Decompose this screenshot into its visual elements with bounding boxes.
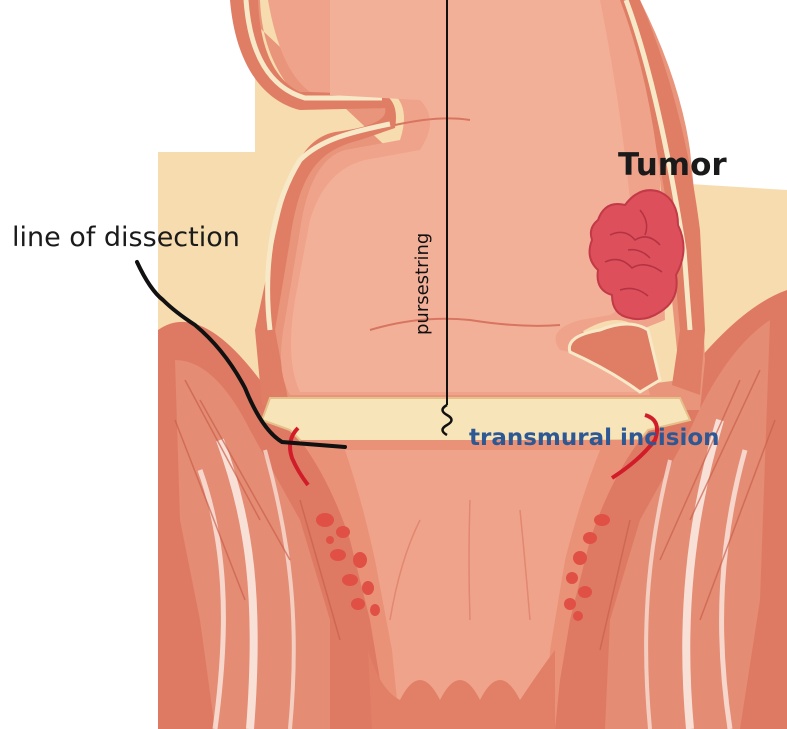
line-of-dissection-label: line of dissection bbox=[12, 222, 240, 253]
tumor-label: Tumor bbox=[618, 147, 727, 183]
pursestring-label: pursestring bbox=[412, 233, 433, 335]
transmural-incision-label: transmural incision bbox=[469, 425, 720, 451]
